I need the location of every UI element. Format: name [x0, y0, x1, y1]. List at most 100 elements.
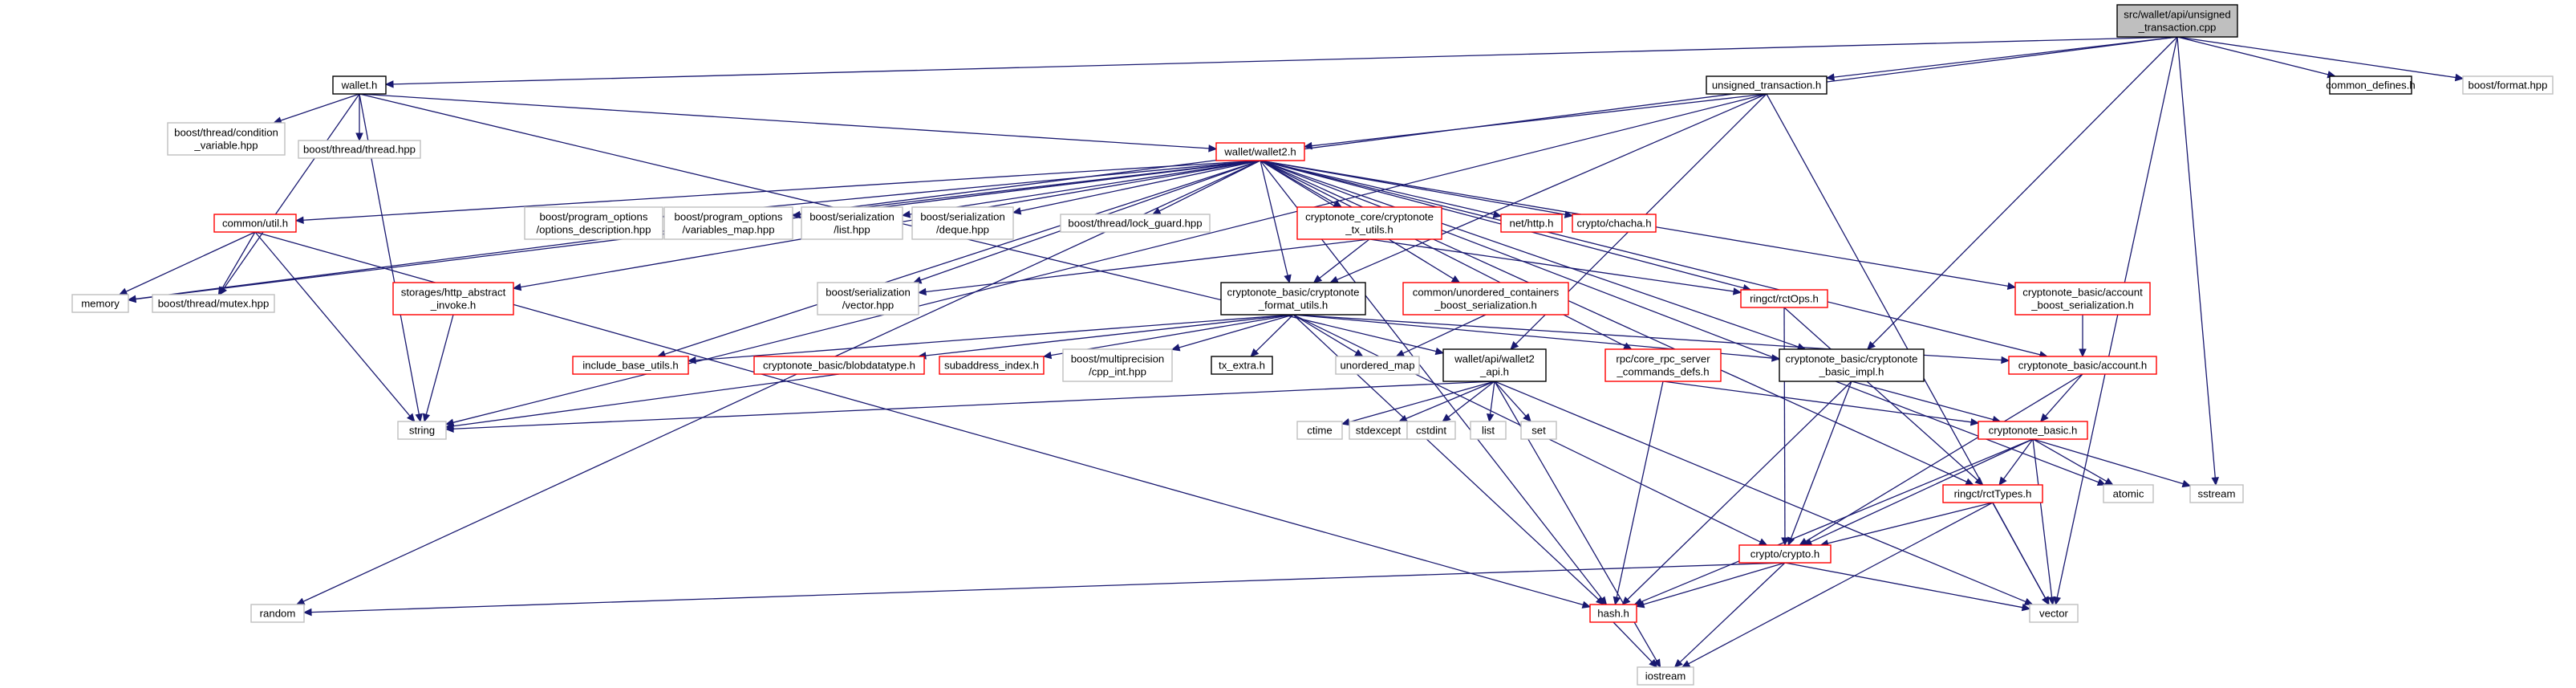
node-box: [392, 282, 514, 316]
edge-line: [1158, 160, 1261, 212]
node-unordered-map[interactable]: unordered_map: [1335, 356, 1420, 375]
edge-arrowhead: [302, 608, 312, 617]
edge-line: [1641, 438, 2034, 603]
node-chacha[interactable]: crypto/chacha.h: [1572, 214, 1657, 233]
edge-arrowhead: [1622, 342, 1633, 350]
edge-wallet2_h-to-common_util: [294, 160, 1261, 224]
edge-arrowhead: [1354, 349, 1364, 357]
node-subaddress[interactable]: subaddress_index.h: [939, 356, 1045, 375]
edge-arrowhead: [1970, 418, 1980, 426]
edge-arrowhead: [2023, 597, 2034, 605]
edge-line: [1494, 381, 2026, 603]
edge-line: [1688, 502, 1994, 665]
node-boost-mutex[interactable]: boost/thread/mutex.hpp: [152, 294, 275, 313]
node-atomic[interactable]: atomic: [2103, 484, 2154, 503]
node-rcttypes[interactable]: ringct/rctTypes.h: [1942, 484, 2043, 503]
edge-arrowhead: [2047, 596, 2056, 606]
node-include-base[interactable]: include_base_utils.h: [572, 356, 689, 375]
node-po-desc[interactable]: boost/program_options/options_descriptio…: [524, 206, 663, 240]
node-basic-impl[interactable]: cryptonote_basic/cryptonote_basic_impl.h: [1779, 348, 1925, 382]
node-unordered-cont[interactable]: common/unordered_containers_boost_serial…: [1402, 282, 1569, 316]
node-rpc-defs[interactable]: rpc/core_rpc_server_commands_defs.h: [1604, 348, 1722, 382]
node-random[interactable]: random: [250, 604, 305, 623]
node-root[interactable]: src/wallet/api/unsigned_transaction.cpp: [2116, 4, 2238, 38]
edge-line: [1260, 160, 1625, 347]
edge-line: [1790, 381, 1852, 539]
edge-rctops-to-rcttypes: [1783, 307, 1984, 486]
node-common-util[interactable]: common/util.h: [213, 214, 297, 233]
node-po-vmap[interactable]: boost/program_options/variables_map.hpp: [663, 206, 793, 240]
node-blobdatatype[interactable]: cryptonote_basic/blobdatatype.h: [753, 356, 925, 375]
node-crypto[interactable]: crypto/crypto.h: [1738, 544, 1832, 564]
node-format-utils[interactable]: cryptonote_basic/cryptonote_format_utils…: [1220, 282, 1366, 316]
edge-wallet2_api-to-vector: [1494, 381, 2034, 605]
node-net-http[interactable]: net/http.h: [1500, 214, 1563, 233]
node-cpp-int[interactable]: boost/multiprecision/cpp_int.hpp: [1062, 348, 1173, 382]
edge-unsigned_tx_h-to-format_utils: [1329, 93, 1767, 283]
node-label-line: wallet/api/wallet2: [1454, 353, 1535, 365]
node-set[interactable]: set: [1520, 421, 1557, 440]
node-stdexcept[interactable]: stdexcept: [1349, 421, 1408, 440]
node-unsigned-tx-h[interactable]: unsigned_transaction.h: [1706, 75, 1828, 95]
edge-wallet2_h-to-ser_deque: [1012, 160, 1261, 215]
node-label-line: _commands_defs.h: [1616, 366, 1709, 378]
edge-account_h-to-cn_basic: [2039, 373, 2083, 422]
node-box: [1062, 348, 1173, 382]
node-boost-cond[interactable]: boost/thread/condition_variable.hpp: [167, 122, 286, 156]
node-sstream[interactable]: sstream: [2189, 484, 2244, 503]
node-vector[interactable]: vector: [2029, 604, 2079, 623]
node-label-line: cstdint: [1416, 425, 1446, 437]
node-box: [1740, 289, 1828, 308]
node-ser-vector[interactable]: boost/serialization/vector.hpp: [817, 282, 919, 316]
node-label-line: tx_extra.h: [1219, 360, 1265, 372]
node-boost-format[interactable]: boost/format.hpp: [2462, 75, 2554, 95]
node-account-h[interactable]: cryptonote_basic/account.h: [2008, 356, 2157, 375]
node-rctops[interactable]: ringct/rctOps.h: [1740, 289, 1828, 308]
node-cstdint[interactable]: cstdint: [1406, 421, 1456, 440]
edge-arrowhead: [2039, 413, 2049, 422]
node-ser-deque[interactable]: boost/serialization/deque.hpp: [911, 206, 1014, 240]
node-wallet2-h[interactable]: wallet/wallet2.h: [1215, 142, 1305, 161]
node-http-abstract[interactable]: storages/http_abstract_invoke.h: [392, 282, 514, 316]
node-iostream[interactable]: iostream: [1637, 666, 1694, 686]
node-ctime[interactable]: ctime: [1296, 421, 1343, 440]
node-label-line: sstream: [2198, 488, 2236, 500]
node-lock-guard[interactable]: boost/thread/lock_guard.hpp: [1060, 214, 1211, 233]
node-box: [2103, 484, 2154, 503]
node-label-line: boost/serialization: [920, 211, 1005, 223]
node-label-line: _variable.hpp: [193, 140, 258, 152]
edge-arrowhead: [1303, 141, 1312, 150]
edge-arrowhead: [1312, 275, 1323, 283]
node-boost-thread[interactable]: boost/thread/thread.hpp: [298, 140, 421, 159]
edge-line: [1447, 381, 1495, 418]
node-box: [1637, 666, 1694, 686]
node-wallet2-api[interactable]: wallet/api/wallet2_api.h: [1442, 348, 1547, 382]
node-box: [397, 421, 447, 440]
edge-arrowhead: [2181, 479, 2192, 488]
node-cn-basic[interactable]: cryptonote_basic.h: [1978, 421, 2088, 440]
node-common-defines[interactable]: common_defines.h: [2326, 75, 2416, 95]
node-label-line: unordered_map: [1340, 360, 1414, 372]
node-wallet-h[interactable]: wallet.h: [332, 75, 387, 95]
node-string[interactable]: string: [397, 421, 447, 440]
node-box: [1215, 142, 1305, 161]
edge-line: [302, 160, 1261, 221]
edge-line: [1679, 562, 1786, 663]
node-memory[interactable]: memory: [71, 294, 129, 313]
edge-root-to-wallet_h: [384, 36, 2178, 88]
node-account-boost[interactable]: cryptonote_basic/account_boost_serializa…: [2014, 282, 2151, 316]
edge-wallet2_h-to-format_utils: [1260, 160, 1292, 284]
node-hash[interactable]: hash.h: [1589, 604, 1637, 623]
node-tx-extra[interactable]: tx_extra.h: [1211, 356, 1273, 375]
node-label-line: cryptonote_basic.h: [1989, 425, 2078, 437]
edge-arrowhead: [1758, 538, 1768, 546]
edge-arrowhead: [1649, 658, 1658, 668]
node-box: [2189, 484, 2244, 503]
node-label-line: vector: [2039, 608, 2069, 620]
node-list[interactable]: list: [1470, 421, 1507, 440]
node-tx-utils[interactable]: cryptonote_core/cryptonote_tx_utils.h: [1296, 206, 1442, 240]
edge-line: [1783, 307, 1786, 539]
node-ser-list[interactable]: boost/serialization/list.hpp: [801, 206, 903, 240]
edge-unsigned_tx_h-to-wallet2_h: [1303, 93, 1767, 150]
